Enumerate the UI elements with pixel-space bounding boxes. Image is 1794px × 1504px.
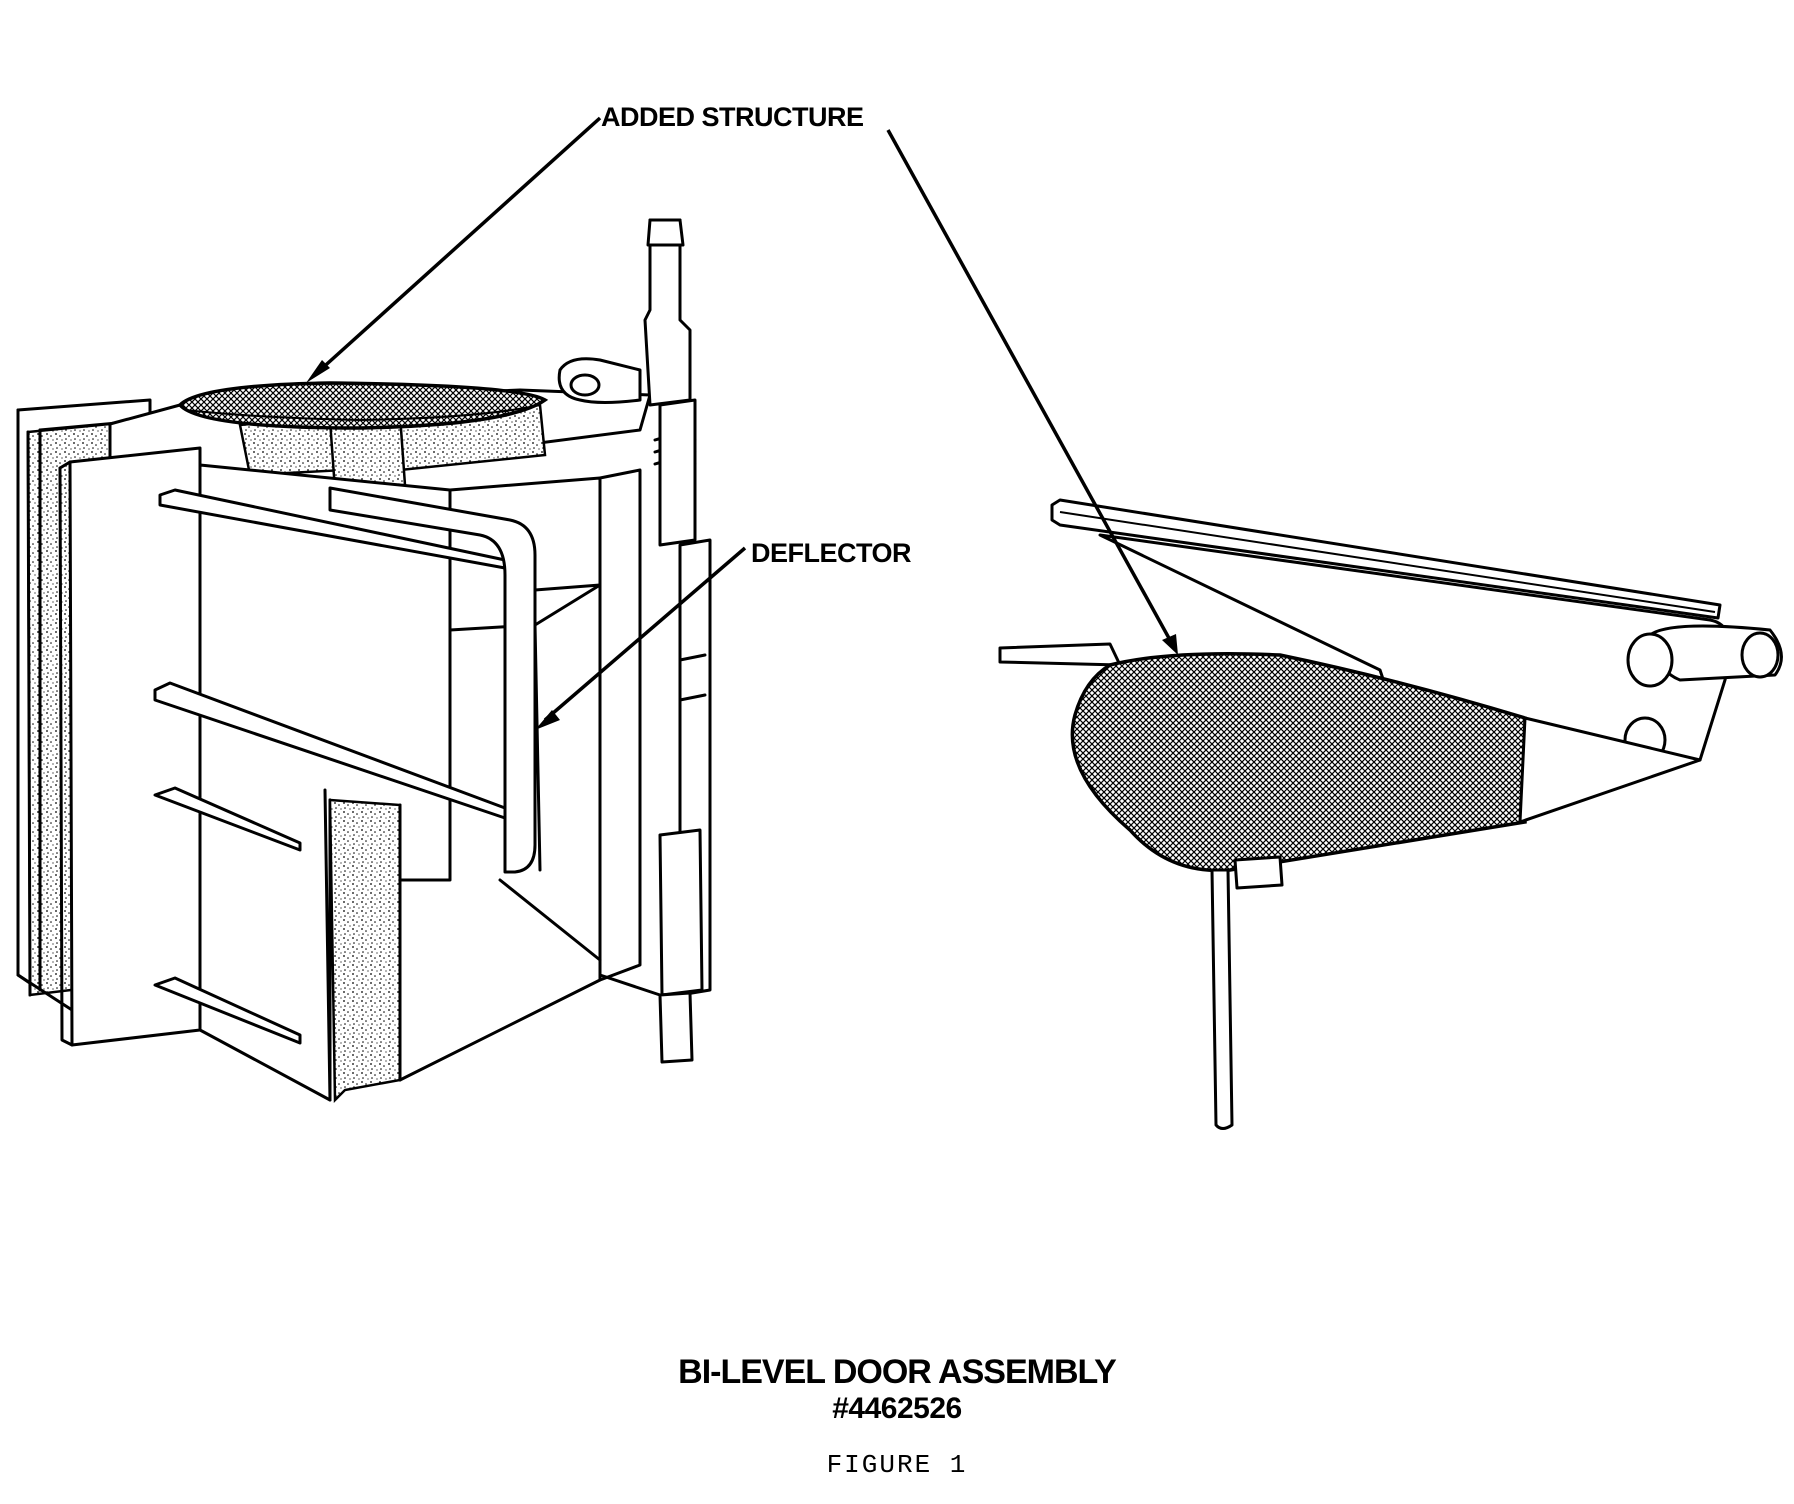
pivot-tube-end: [1740, 631, 1780, 679]
vane-3: [153, 786, 302, 852]
shaft-end: [658, 991, 694, 1064]
added-structure-rim: [184, 404, 541, 421]
arrow-added-structure-right: [886, 129, 1172, 641]
shaft-mid: [658, 398, 697, 547]
arrow-deflector: [543, 546, 747, 722]
figure-title: BI-LEVEL DOOR ASSEMBLY: [678, 1353, 1117, 1391]
housing-side-panel: [598, 468, 642, 982]
arrowhead-added-structure-left: [306, 360, 330, 383]
deflector-panel: [328, 486, 537, 874]
lower-seal-strip: [328, 798, 402, 1103]
box-inner-diag: [498, 878, 602, 962]
shaft-upper: [643, 218, 692, 407]
blade-rear-panel: [1518, 716, 1702, 824]
box-inner-shelf-1: [448, 583, 602, 632]
label-deflector: DEFLECTOR: [751, 538, 911, 568]
door-blade-right: [998, 498, 1783, 1130]
door-front-edge: [58, 460, 74, 1047]
top-rail-inner: [1059, 511, 1716, 613]
rod-block: [1233, 855, 1284, 890]
door-assembly-left: [16, 218, 712, 1103]
arrow-added-structure-left: [316, 116, 602, 374]
figure-label: FIGURE 1: [826, 1450, 968, 1480]
arrowhead-added-structure-right: [1162, 634, 1178, 655]
arrowhead-deflector: [535, 710, 560, 730]
rear-frame-edge: [16, 408, 74, 1012]
top-rail: [1050, 498, 1722, 620]
shaft-clip: [658, 828, 704, 997]
boss-upper: [1626, 632, 1674, 688]
label-added-structure: ADDED STRUCTURE: [601, 102, 864, 132]
vane-4: [153, 976, 302, 1045]
actuator-rod: [1210, 868, 1234, 1130]
lower-seal-edge: [323, 788, 402, 1102]
door-front-plate: [68, 446, 202, 1047]
shaft-cap: [646, 218, 685, 247]
lever-pivot: [569, 373, 601, 397]
added-structure-right: [1070, 652, 1527, 873]
blade-fin: [998, 642, 1122, 667]
callout-arrows: [306, 116, 1178, 730]
part-number: #4462526: [832, 1392, 962, 1425]
shaft-link: [598, 653, 707, 997]
